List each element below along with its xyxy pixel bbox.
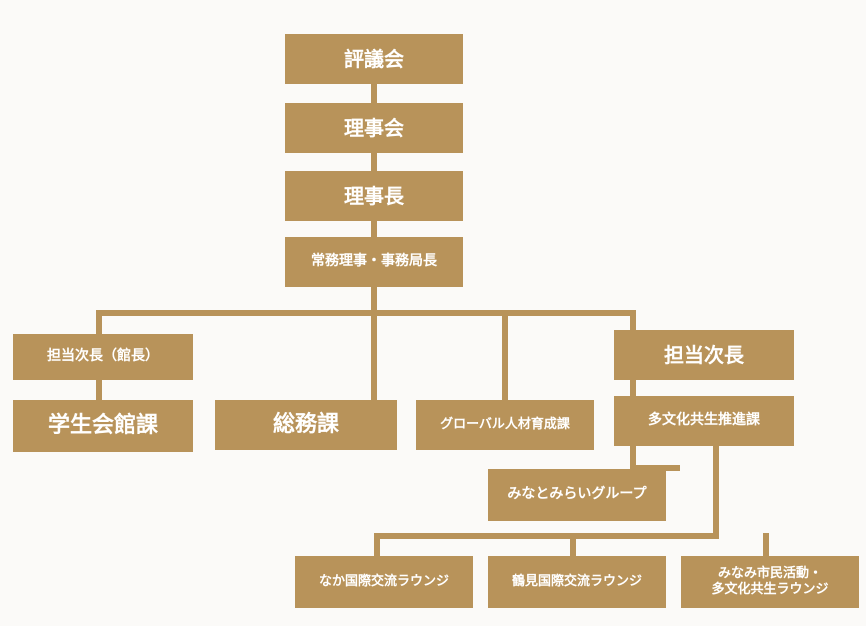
connector-deputy-left-to-student-hall: [96, 378, 102, 402]
connector-to-minatomirai-vertical: [630, 446, 636, 470]
connector-to-global-talent: [502, 310, 508, 402]
general-affairs-box: 総務課: [215, 400, 397, 450]
executive-director-box: 常務理事・事務局長: [285, 237, 463, 287]
minami-lounge-box: みなみ市民活動・ 多文化共生ラウンジ: [681, 556, 859, 608]
chairman-box: 理事長: [285, 171, 463, 221]
connector-to-minatomirai-horizontal: [630, 465, 680, 471]
minami-lounge-line2: 多文化共生ラウンジ: [711, 582, 829, 597]
deputy-right-box: 担当次長: [614, 330, 794, 380]
connector-to-tsurumi-lounge: [570, 533, 576, 558]
connector-to-lounges-vertical: [713, 446, 719, 538]
council-box: 評議会: [285, 34, 463, 84]
connector-horizontal-branch: [96, 310, 636, 316]
global-talent-box: グローバル人材育成課: [416, 400, 594, 450]
multicultural-box: 多文化共生推進課: [614, 396, 794, 446]
connector-to-naka-lounge: [374, 533, 380, 558]
minami-lounge-line1: みなみ市民活動・: [717, 565, 822, 581]
tsurumi-lounge-box: 鶴見国際交流ラウンジ: [488, 556, 666, 608]
connector-to-minami-lounge: [763, 533, 769, 558]
connector-to-general-affairs: [371, 310, 377, 402]
connector-to-deputy-left: [96, 310, 102, 336]
naka-lounge-box: なか国際交流ラウンジ: [295, 556, 473, 608]
deputy-left-box: 担当次長（館長）: [13, 334, 193, 380]
connector-deputy-right-to-multicultural: [630, 378, 636, 402]
student-hall-box: 学生会館課: [13, 400, 193, 452]
connector-to-deputy-right: [630, 310, 636, 334]
connector-lounges-horizontal: [374, 533, 719, 539]
minatomirai-group-box: みなとみらいグループ: [488, 469, 666, 521]
board-box: 理事会: [285, 103, 463, 153]
